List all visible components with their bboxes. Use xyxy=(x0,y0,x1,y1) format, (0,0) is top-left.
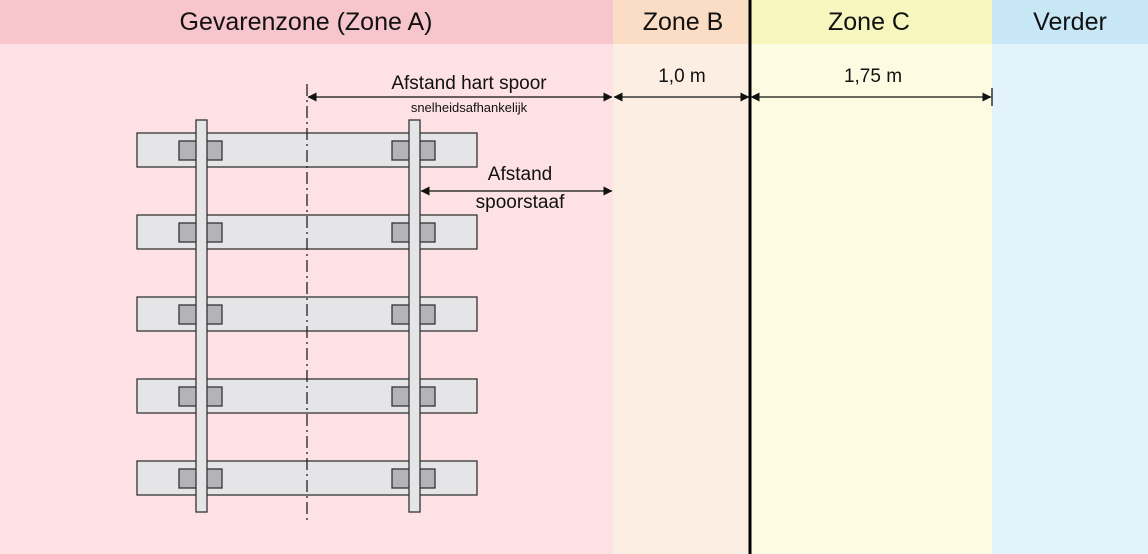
dimension-zone-b: 1,0 m xyxy=(613,66,750,102)
zone-b-width-label: 1,0 m xyxy=(658,66,706,87)
zone-b-body xyxy=(613,0,750,554)
zone-verder-title: Verder xyxy=(1033,8,1107,36)
zone-verder-header xyxy=(992,0,1148,44)
zone-c-header xyxy=(750,0,992,44)
track xyxy=(136,119,478,513)
zone-verder: Verder xyxy=(992,0,1148,554)
zone-verder-body xyxy=(992,0,1148,554)
dimension-spoorstaaf: Afstand spoorstaaf xyxy=(420,164,613,213)
rail-right xyxy=(408,119,421,513)
zone-b: Zone B xyxy=(613,0,750,554)
spoorstaaf-label-line2: spoorstaaf xyxy=(476,192,565,213)
spoorstaaf-label-line1: Afstand xyxy=(488,164,552,185)
hart-spoor-sublabel: snelheidsafhankelijk xyxy=(411,100,528,115)
zone-a-header xyxy=(0,0,613,44)
zone-c-width-label: 1,75 m xyxy=(844,66,902,87)
zone-a-title: Gevarenzone (Zone A) xyxy=(180,8,433,36)
dimension-hart-spoor: Afstand hart spoor snelheidsafhankelijk xyxy=(307,73,613,115)
rail-left xyxy=(195,119,208,513)
hart-spoor-label: Afstand hart spoor xyxy=(391,73,547,94)
dimension-zone-c: 1,75 m xyxy=(750,66,993,106)
zone-b-header xyxy=(613,0,750,44)
zone-c: Zone C xyxy=(750,0,992,554)
zone-b-title: Zone B xyxy=(643,8,724,36)
zone-c-body xyxy=(750,0,992,554)
zone-c-title: Zone C xyxy=(828,8,910,36)
